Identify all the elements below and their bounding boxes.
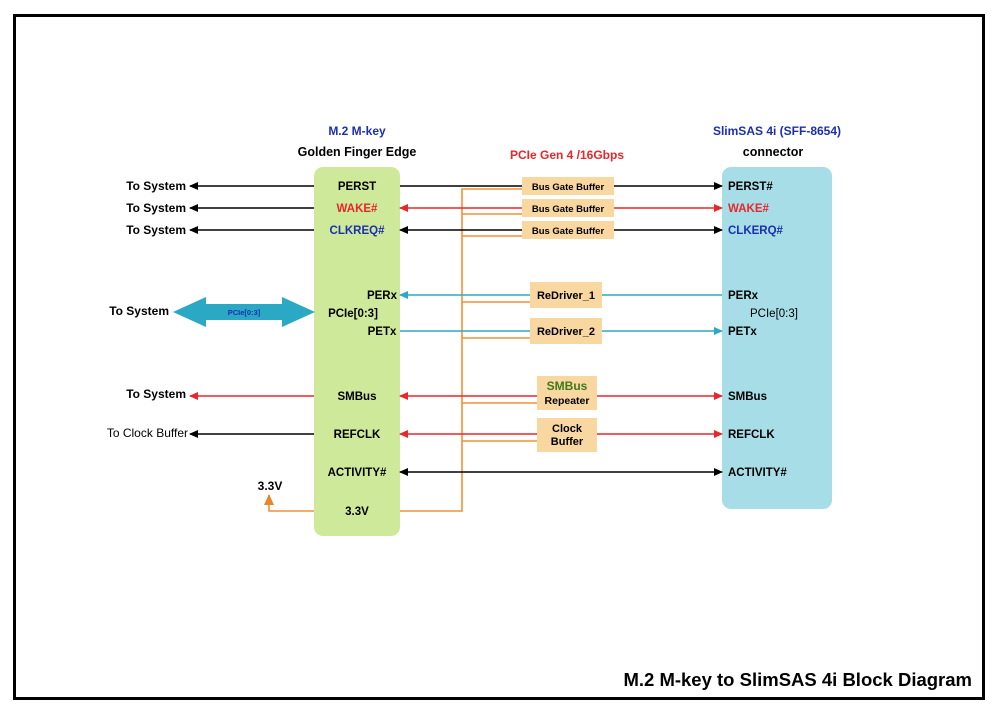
buffer-labels: Bus Gate Buffer Bus Gate Buffer Bus Gate… [532, 182, 605, 448]
to-system-1: To System [126, 179, 186, 193]
bus-gate-buffer-3-label: Bus Gate Buffer [532, 226, 605, 237]
m2-pin-perx: PERx [367, 290, 398, 302]
pcie-arrow-label: PCIe[0:3] [228, 308, 261, 317]
smbus-repeater-label-2: Repeater [545, 395, 590, 407]
slimsas-pin-pcie: PCIe[0:3] [750, 308, 798, 320]
bus-gate-buffer-1-label: Bus Gate Buffer [532, 182, 605, 193]
m2-title: M.2 M-key [328, 124, 386, 138]
m2-pin-wake: WAKE# [337, 203, 379, 215]
slimsas-title: SlimSAS 4i (SFF-8654) [713, 124, 841, 138]
m2-pin-refclk: REFCLK [334, 429, 381, 441]
smbus-repeater-label-1: SMBus [547, 379, 588, 393]
left-signals [189, 182, 314, 438]
clock-buffer-label-1: Clock [552, 423, 583, 435]
slimsas-pin-petx: PETx [728, 326, 757, 338]
pcie-bus-arrow [173, 297, 315, 327]
pcie-gen4-header: PCIe Gen 4 /16Gbps [510, 148, 624, 162]
clock-buffer-box [537, 418, 597, 452]
slimsas-pin-smbus: SMBus [728, 391, 767, 403]
bus-gate-buffer-3 [522, 221, 614, 239]
smbus-repeater-box [537, 376, 597, 410]
slimsas-pin-wake: WAKE# [728, 203, 770, 215]
m2-pin-smbus: SMBus [338, 391, 377, 403]
m2-pin-pcie: PCIe[0:3] [328, 308, 378, 320]
m2-pin-perst: PERST [338, 181, 376, 193]
to-system-smbus: To System [126, 387, 186, 401]
slimsas-subtitle: connector [743, 145, 804, 159]
redriver-2-label: ReDriver_2 [537, 326, 595, 338]
to-clock-buffer: To Clock Buffer [107, 426, 188, 440]
slimsas-pin-perx: PERx [728, 290, 759, 302]
slimsas-connector-box [722, 167, 832, 509]
slimsas-pin-activity: ACTIVITY# [728, 467, 787, 479]
redriver-2-box [530, 318, 602, 344]
buffer-boxes [522, 177, 614, 452]
left-3v3-label: 3.3V [258, 479, 283, 493]
bus-gate-buffer-2-label: Bus Gate Buffer [532, 204, 605, 215]
slimsas-pin-refclk: REFCLK [728, 429, 775, 441]
m2-pin-petx: PETx [368, 326, 397, 338]
diagram-title: M.2 M-key to SlimSAS 4i Block Diagram [623, 669, 972, 690]
to-system-pcie: To System [109, 304, 169, 318]
clock-buffer-label-2: Buffer [551, 436, 584, 448]
redriver-1-label: ReDriver_1 [537, 290, 595, 302]
m2-pin-clkreq: CLKREQ# [330, 225, 386, 237]
slimsas-pin-perst: PERST# [728, 181, 773, 193]
m2-connector-box [314, 167, 400, 536]
power-wiring [264, 188, 537, 512]
left-side-labels: To System To System To System To System … [107, 179, 188, 440]
to-system-3: To System [126, 223, 186, 237]
redriver-1-box [530, 282, 602, 308]
m2-pin-3v3: 3.3V [345, 506, 369, 518]
slimsas-pin-clkerq: CLKERQ# [728, 225, 784, 237]
slimsas-pin-labels: PERST# WAKE# CLKERQ# PERx PCIe[0:3] PETx… [728, 181, 798, 479]
bus-gate-buffer-2 [522, 199, 614, 217]
to-system-2: To System [126, 201, 186, 215]
m2-pin-activity: ACTIVITY# [328, 467, 387, 479]
bus-gate-buffer-1 [522, 177, 614, 195]
m2-subtitle: Golden Finger Edge [298, 145, 417, 159]
m2-pin-labels: PERST WAKE# CLKREQ# PERx PCIe[0:3] PETx … [328, 181, 398, 518]
